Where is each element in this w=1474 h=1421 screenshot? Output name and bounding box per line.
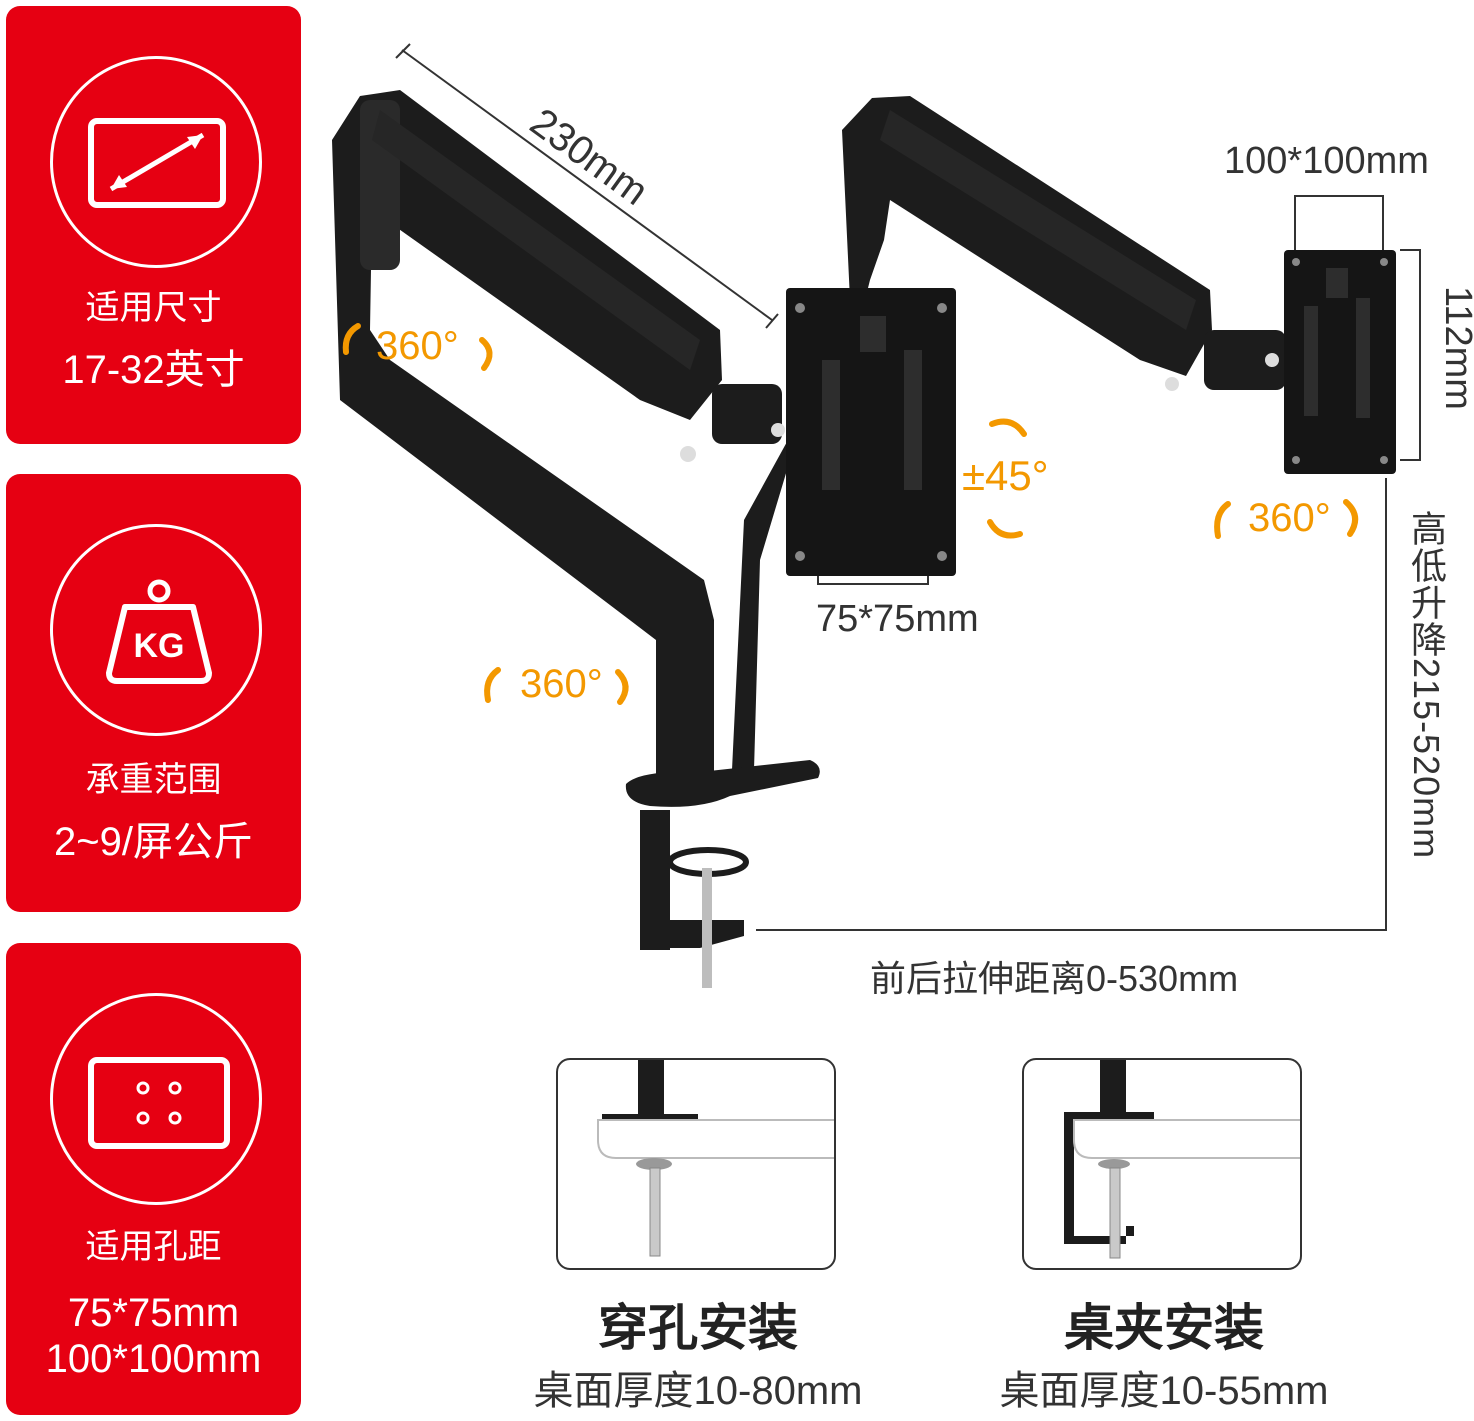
clamp-mount-panel	[1022, 1058, 1302, 1270]
monitor-size-icon	[88, 118, 226, 208]
grommet-mount-icon	[597, 1060, 834, 1257]
icon-ring	[50, 56, 262, 268]
grommet-mount-panel	[556, 1058, 836, 1270]
grommet-mount-subtitle: 桌面厚度10-80mm	[533, 1369, 863, 1413]
vesa-plate-small	[786, 288, 956, 576]
rotation-label-lower: 360°	[520, 662, 603, 706]
clamp-mount-subtitle: 桌面厚度10-55mm	[999, 1369, 1329, 1413]
plate-height-label: 112mm	[1437, 286, 1474, 410]
clamp-mount-title: 桌夹安装	[1064, 1300, 1264, 1356]
kg-text: KG	[134, 627, 185, 665]
vesa-plate-large	[1284, 250, 1396, 474]
spec-card-load: KG 承重范围 2~9/屏公斤	[6, 474, 301, 912]
extension-label: 前后拉伸距离0-530mm	[870, 958, 1239, 999]
desk-clamp	[625, 760, 820, 988]
vesa-holes-icon	[88, 1057, 230, 1149]
right-arm	[732, 96, 1212, 770]
weight-kg-icon: KG	[106, 579, 212, 684]
spec-value: 17-32英寸	[62, 348, 245, 392]
spec-value: 2~9/屏公斤	[54, 820, 253, 864]
rotation-label-right: 360°	[1248, 496, 1331, 540]
rotation-label-upper: 360°	[376, 324, 459, 368]
icon-ring	[50, 993, 262, 1205]
height-range-label: 高低升降215-520mm	[1406, 510, 1447, 860]
rotation-arrows	[342, 323, 1359, 705]
spec-value-line-1: 75*75mm	[67, 1291, 240, 1335]
vesa-small-label: 75*75mm	[816, 598, 979, 640]
spec-card-screen-size: 适用尺寸 17-32英寸	[6, 6, 301, 444]
left-arm	[332, 90, 722, 790]
spec-label: 适用尺寸	[85, 289, 222, 327]
icon-ring: KG	[50, 524, 262, 736]
spec-value-line-2: 100*100mm	[45, 1337, 262, 1381]
vesa-large-label: 100*100mm	[1224, 140, 1429, 182]
clamp-mount-icon	[1064, 1060, 1300, 1259]
spec-card-vesa: 适用孔距 75*75mm 100*100mm	[6, 943, 301, 1415]
spec-label: 承重范围	[85, 761, 222, 799]
tilt-label: ±45°	[962, 452, 1049, 499]
grommet-mount-title: 穿孔安装	[598, 1300, 798, 1356]
spec-label: 适用孔距	[85, 1228, 222, 1266]
